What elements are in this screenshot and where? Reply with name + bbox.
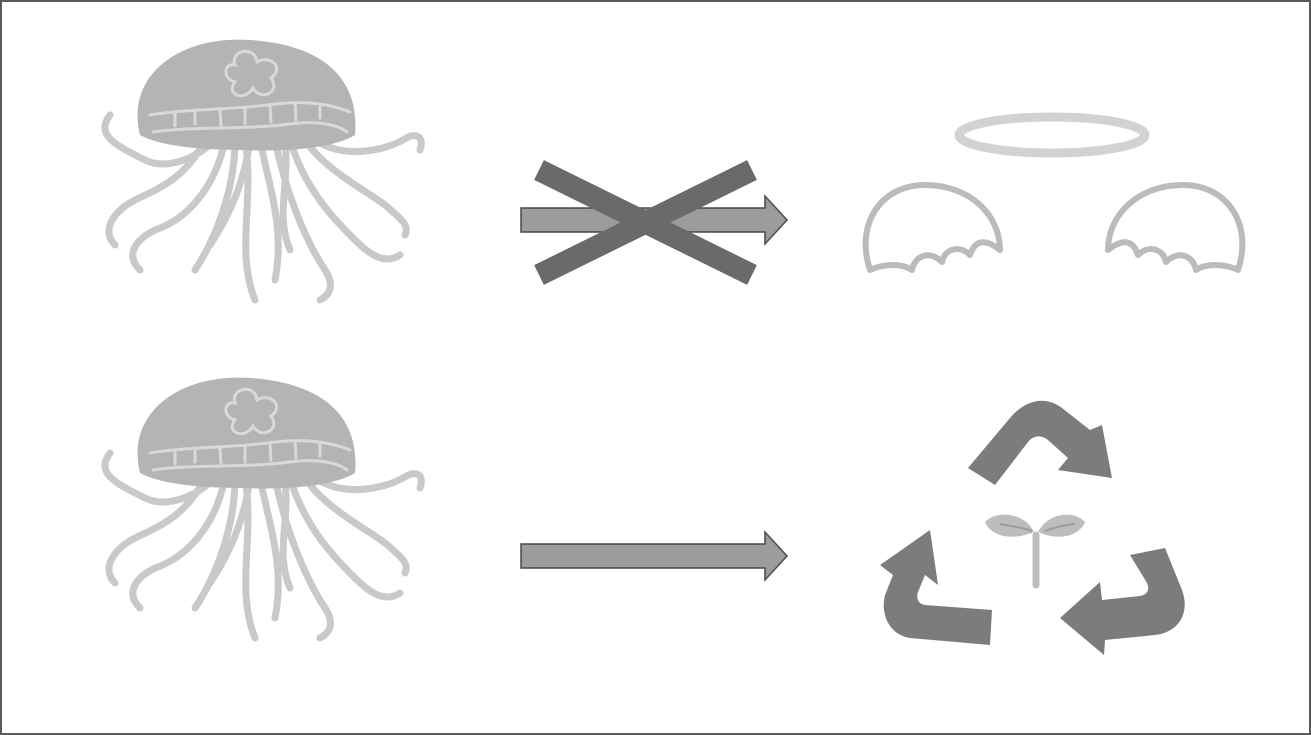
diagram-svg	[0, 0, 1311, 735]
diagram-canvas	[0, 0, 1311, 735]
